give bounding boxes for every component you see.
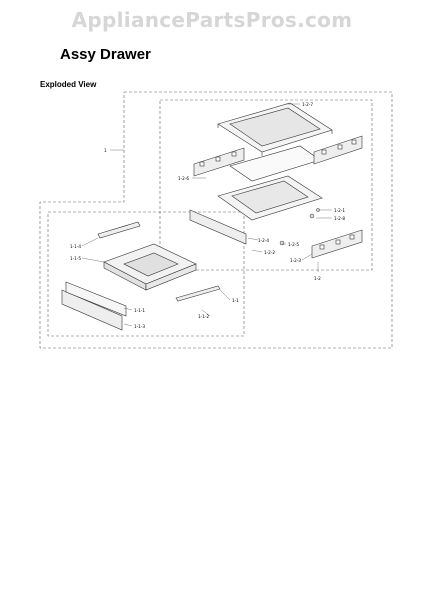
label-1-1: 1-1 (232, 298, 239, 303)
right-rear-rail (313, 135, 363, 165)
drawer-rail (97, 221, 141, 239)
screws (279, 208, 320, 246)
label-1-2-5: 1-2-5 (288, 242, 299, 247)
drawer-front-panel (61, 281, 127, 331)
lower-assembly-box (47, 211, 245, 337)
label-1-2-4: 1-2-4 (258, 238, 269, 243)
label-1-2: 1-2 (314, 276, 321, 281)
diagram-subtitle: Exploded View (40, 80, 97, 89)
label-1-1-5-top: 1-1-5 (70, 256, 81, 261)
label-1-2-3: 1-2-3 (290, 258, 301, 263)
label-1-2-1: 1-2-1 (334, 208, 345, 213)
label-1-1-3: 1-1-3 (134, 324, 145, 329)
label-1-2-2: 1-2-2 (264, 250, 275, 255)
watermark: AppliancePartsPros.com (71, 8, 353, 32)
label-1-1-2: 1-1-2 (198, 314, 209, 319)
label-1-2-6: 1-2-6 (178, 176, 189, 181)
page-title: Assy Drawer (60, 46, 151, 63)
label-1-2-7: 1-2-7 (302, 102, 313, 107)
bottom-tray (217, 175, 323, 221)
left-side-rail (193, 147, 245, 177)
right-front-rail (311, 229, 363, 259)
upper-assembly-box (159, 99, 373, 271)
side-rod (175, 285, 221, 302)
label-1-2-8: 1-2-8 (334, 216, 345, 221)
label-1-1-1: 1-1-1 (134, 308, 145, 313)
label-1-1-4: 1-1-4 (70, 244, 81, 249)
front-bar (189, 209, 247, 245)
outer-assembly-boundary (39, 91, 393, 349)
drawer-box (103, 243, 197, 291)
top-frame-plate (217, 102, 333, 156)
label-1: 1 (104, 148, 107, 153)
